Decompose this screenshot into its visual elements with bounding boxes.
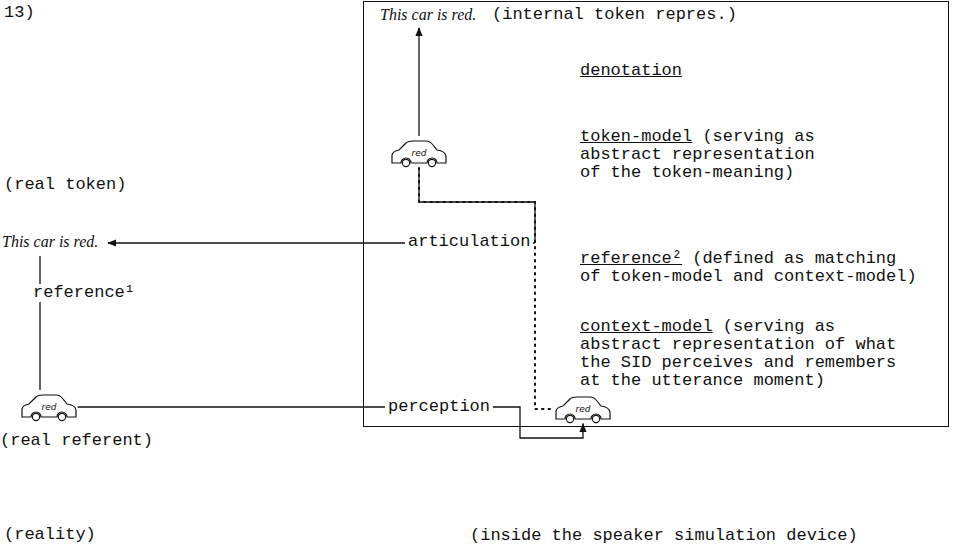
reality-caption: (reality)	[4, 526, 96, 544]
denotation-label: denotation	[580, 62, 682, 80]
internal-token-note: (internal token repres.)	[492, 6, 737, 24]
reference-heading: reference²	[580, 249, 682, 268]
token-model-note-block: token-model(serving as abstract represen…	[580, 128, 825, 182]
real-referent-car: red(real referent)	[20, 392, 78, 422]
referent-caption: (real referent)	[0, 432, 153, 450]
reference-line	[39, 256, 40, 390]
articulation-label: articulation	[405, 233, 533, 251]
real-token: This car is red.	[2, 232, 98, 252]
colour-note: red	[554, 404, 612, 414]
colour-note: red	[390, 148, 448, 158]
edge-label: perception	[385, 398, 493, 416]
figure-number: 13)	[4, 4, 35, 22]
context-model-note-block: context-model(serving as abstract repres…	[580, 318, 906, 390]
reference-note-block: reference²(defined as matching of token-…	[580, 250, 922, 286]
token-model-heading: token-model	[580, 127, 692, 146]
colour-note: red	[20, 402, 78, 412]
reference-dotted-line	[419, 168, 554, 409]
device-caption: (inside the speaker simulation device)	[470, 527, 858, 545]
perception-arrow	[78, 407, 583, 438]
context-model-heading: context-model	[580, 317, 713, 336]
reference-label: reference¹	[30, 284, 138, 302]
internal-token: This car is red.	[380, 5, 476, 25]
real-token-caption: (real token)	[4, 176, 126, 194]
bracket-line	[419, 168, 535, 243]
context-model-car: red	[554, 394, 612, 424]
token-model-car: red	[390, 138, 448, 168]
denotation-arrow	[418, 28, 419, 136]
